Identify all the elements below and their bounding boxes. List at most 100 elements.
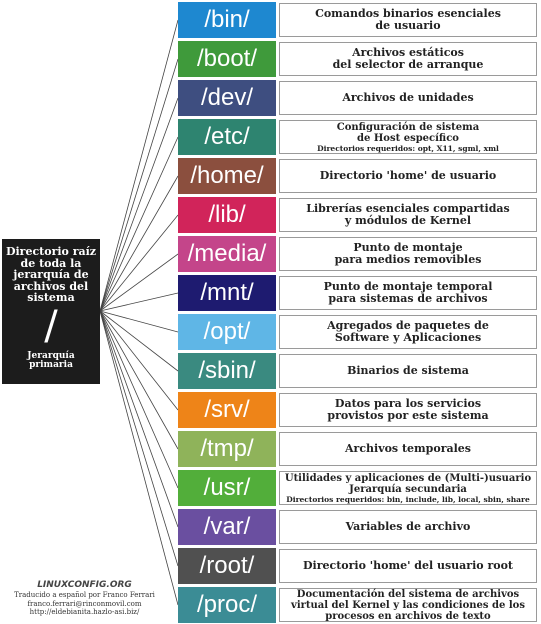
connector-line (99, 58, 179, 312)
directory-description: Archivos temporales (279, 432, 537, 466)
description-line: Variables de archivo (345, 520, 471, 533)
directory-description: Directorio 'home' del usuario root (279, 549, 537, 583)
directory-name: /var/ (178, 509, 276, 545)
directory-name: /tmp/ (178, 431, 276, 467)
linuxconfig-logo: LINUXCONFIG.ORG (37, 580, 132, 590)
description-line: provistos por este sistema (327, 409, 489, 422)
description-line: para sistemas de archivos (328, 292, 488, 305)
description-note: Directorios requeridos: opt, X11, sgml, … (317, 143, 499, 153)
root-title: Directorio raíz de toda la jerarquía de … (5, 245, 97, 304)
description-line: Jerarquía secundaria (349, 483, 467, 495)
directory-name: /srv/ (178, 392, 276, 428)
description-line: Directorio 'home' de usuario (319, 169, 497, 182)
description-line: Archivos de unidades (342, 91, 474, 104)
description-line: Punto de montaje temporal (323, 280, 493, 293)
directory-row-tmp: /tmp/Archivos temporales (178, 431, 540, 467)
connector-line (99, 310, 179, 372)
credits: LINUXCONFIG.ORG Traducido a español por … (2, 580, 167, 617)
connector-line (99, 310, 179, 606)
root-slash-symbol: / (44, 302, 58, 349)
credit-translator: Traducido a español por Franco Ferrari (14, 591, 155, 599)
description-line: para medios removibles (334, 253, 482, 266)
description-line: Documentación del sistema de archivos (296, 588, 520, 600)
description-line: de Host específico (357, 132, 459, 144)
connector-line (99, 310, 179, 411)
connector-line (99, 19, 179, 312)
connector-line (99, 310, 179, 450)
description-line: Comandos binarios esenciales (315, 7, 501, 20)
directory-description: Variables de archivo (279, 510, 537, 544)
description-line: Punto de montaje (353, 241, 463, 254)
description-line: Archivos estáticos (352, 46, 464, 59)
connector-line (99, 292, 179, 312)
connector-line (99, 310, 179, 567)
directory-name: /opt/ (178, 314, 276, 350)
root-subtitle: Jerarquía primaria (27, 350, 75, 370)
description-line: Datos para los servicios (334, 397, 482, 410)
description-line: y módulos de Kernel (344, 214, 472, 227)
directory-name: /root/ (178, 548, 276, 584)
directory-description: Binarios de sistema (279, 354, 537, 388)
directory-row-dev: /dev/Archivos de unidades (178, 80, 540, 116)
directory-row-usr: /usr/Utilidades y aplicaciones de (Multi… (178, 470, 540, 506)
description-line: Software y Aplicaciones (334, 331, 482, 344)
description-line: Binarios de sistema (347, 364, 469, 377)
directory-name: /etc/ (178, 119, 276, 155)
directory-name: /mnt/ (178, 275, 276, 311)
credit-email: franco.ferrari@rinconmovil.com (27, 599, 142, 608)
directory-name: /usr/ (178, 470, 276, 506)
connector-line (99, 310, 179, 528)
description-line: del selector de arranque (332, 58, 484, 71)
directory-row-root: /root/Directorio 'home' del usuario root (178, 548, 540, 584)
connector-line (99, 310, 179, 489)
directory-name: /boot/ (178, 41, 276, 77)
connector-line (99, 310, 179, 333)
description-note: Directorios requeridos: bin, include, li… (286, 494, 530, 504)
directory-name: /dev/ (178, 80, 276, 116)
credit-url: http://eldebianita.hazlo-asi.biz/ (29, 608, 140, 616)
directory-description: Directorio 'home' de usuario (279, 159, 537, 193)
directory-name: /sbin/ (178, 353, 276, 389)
description-line: Librerías esenciales compartidas (306, 202, 510, 215)
description-line: Configuración de sistema (336, 121, 480, 133)
directory-name: /proc/ (178, 587, 276, 623)
description-line: procesos en archivos de texto (325, 610, 491, 622)
description-line: de usuario (375, 19, 441, 32)
directory-row-var: /var/Variables de archivo (178, 509, 540, 545)
connector-line (99, 253, 179, 312)
directory-row-sbin: /sbin/Binarios de sistema (178, 353, 540, 389)
directory-description: Archivos de unidades (279, 81, 537, 115)
root-directory-box: Directorio raíz de toda la jerarquía de … (2, 239, 100, 384)
description-line: Archivos temporales (345, 442, 471, 455)
description-line: Agregados de paquetes de (327, 319, 489, 332)
directory-name: /bin/ (178, 2, 276, 38)
description-line: Utilidades y aplicaciones de (Multi-)usu… (284, 472, 532, 484)
description-line: Directorio 'home' del usuario root (302, 559, 513, 572)
directory-name: /home/ (178, 158, 276, 194)
connector-line (99, 175, 179, 312)
connector-line (99, 136, 179, 312)
directory-name: /media/ (178, 236, 276, 272)
directory-name: /lib/ (178, 197, 276, 233)
connector-line (99, 97, 179, 312)
directory-description: Utilidades y aplicaciones de (Multi-)usu… (279, 471, 537, 505)
directory-row-proc: /proc/Documentación del sistema de archi… (178, 587, 540, 623)
